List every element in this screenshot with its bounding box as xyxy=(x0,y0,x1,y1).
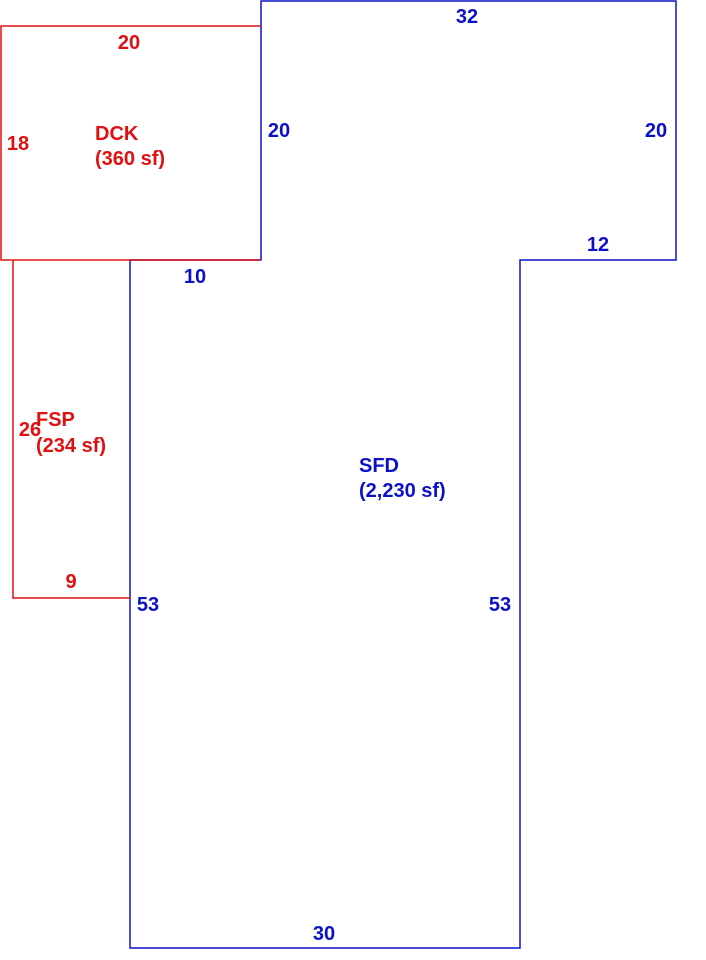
sfd-dim-top: 32 xyxy=(456,6,478,28)
dck-code-label: DCK xyxy=(95,123,139,145)
fsp-area-label: (234 sf) xyxy=(36,435,106,457)
sfd-dim-left-lower: 53 xyxy=(137,594,159,616)
dck-area-label: (360 sf) xyxy=(95,148,165,170)
sfd-dim-left-upper: 20 xyxy=(268,120,290,142)
fsp-code-label: FSP xyxy=(36,409,75,431)
dck-outline xyxy=(0,25,261,261)
sfd-dim-right-lower: 53 xyxy=(489,594,511,616)
sfd-dim-bottom: 30 xyxy=(313,923,335,945)
fsp-dim-left: 26 xyxy=(19,419,41,441)
sfd-area-label: (2,230 sf) xyxy=(359,480,446,502)
fsp-outline xyxy=(12,260,130,599)
sfd-dim-right-upper: 20 xyxy=(645,120,667,142)
sfd-code-label: SFD xyxy=(359,455,399,477)
fsp-dim-bottom: 9 xyxy=(65,571,76,593)
sfd-outline xyxy=(129,0,677,949)
dck-dim-left: 18 xyxy=(7,133,29,155)
sfd-dim-step: 12 xyxy=(587,234,609,256)
dck-dim-top: 20 xyxy=(118,32,140,54)
sfd-dim-notch: 10 xyxy=(184,266,206,288)
